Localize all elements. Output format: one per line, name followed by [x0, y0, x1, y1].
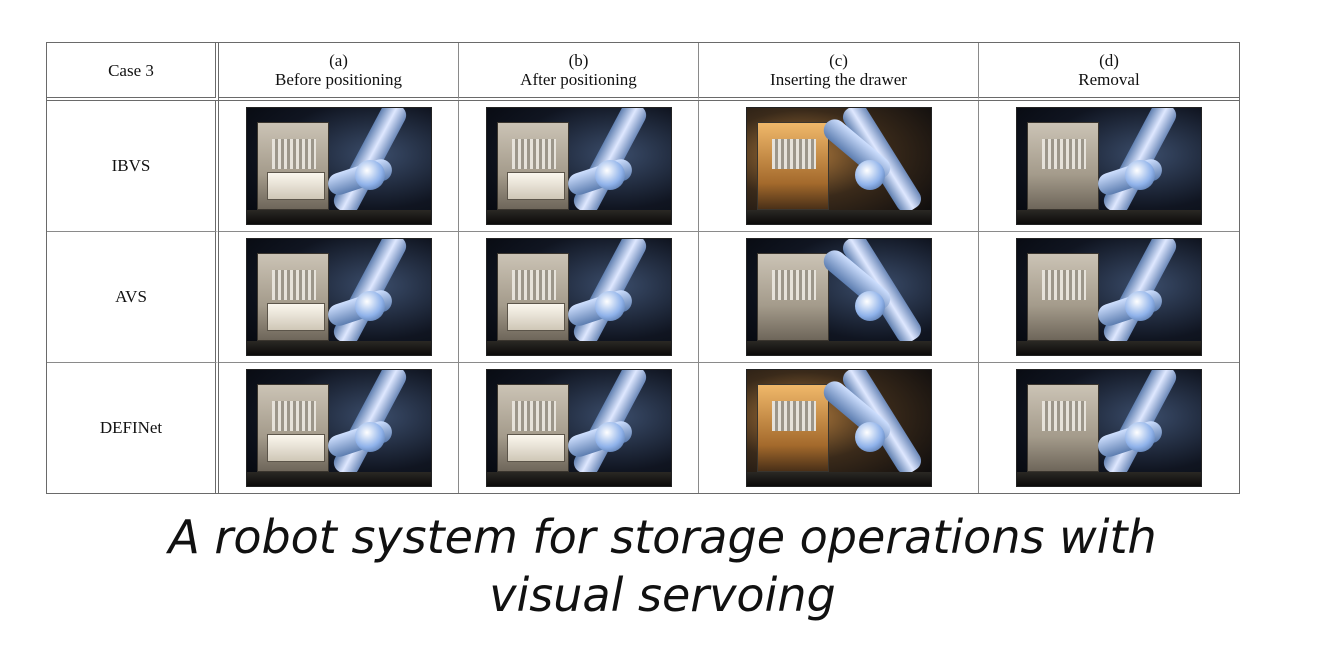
robot-photo	[485, 238, 672, 356]
column-tag: (b)	[568, 51, 589, 70]
robot-photo	[1016, 369, 1202, 487]
robot-photo	[245, 107, 432, 225]
column-tag: (d)	[1099, 51, 1119, 70]
table-row: AVS	[47, 232, 1239, 363]
corner-label: Case 3	[47, 43, 219, 101]
photo-cell	[219, 363, 459, 493]
column-label: Before positioning	[274, 70, 402, 89]
photo-cell	[979, 101, 1239, 232]
table-row: DEFINet	[47, 363, 1239, 493]
photo-cell	[219, 232, 459, 363]
robot-photo	[745, 369, 932, 487]
header-row: Case 3 (a) Before positioning (b) After …	[47, 43, 1239, 101]
photo-cell	[979, 232, 1239, 363]
robot-photo	[485, 107, 672, 225]
robot-photo	[1016, 238, 1202, 356]
robot-photo	[485, 369, 672, 487]
caption-line: A robot system for storage operations wi…	[168, 510, 1157, 564]
column-tag: (c)	[829, 51, 848, 70]
row-label: DEFINet	[47, 363, 219, 493]
photo-cell	[459, 232, 699, 363]
column-header-a: (a) Before positioning	[219, 43, 459, 101]
column-tag: (a)	[329, 51, 348, 70]
robot-photo	[245, 369, 432, 487]
photo-cell	[699, 232, 979, 363]
table-row: IBVS	[47, 101, 1239, 232]
column-label: Removal	[1078, 70, 1140, 89]
column-header-c: (c) Inserting the drawer	[699, 43, 979, 101]
photo-cell	[219, 101, 459, 232]
column-label: Inserting the drawer	[770, 70, 907, 89]
column-label: After positioning	[520, 70, 637, 89]
row-label: IBVS	[47, 101, 219, 232]
photo-cell	[699, 363, 979, 493]
photo-cell	[459, 363, 699, 493]
photo-cell	[979, 363, 1239, 493]
figure-caption: A robot system for storage operations wi…	[0, 508, 1325, 624]
photo-cell	[699, 101, 979, 232]
robot-photo	[745, 238, 932, 356]
caption-line: visual servoing	[489, 568, 836, 622]
column-header-b: (b) After positioning	[459, 43, 699, 101]
results-table: Case 3 (a) Before positioning (b) After …	[46, 42, 1240, 494]
row-label: AVS	[47, 232, 219, 363]
results-figure: Case 3 (a) Before positioning (b) After …	[46, 42, 1240, 503]
photo-cell	[459, 101, 699, 232]
robot-photo	[1016, 107, 1202, 225]
column-header-d: (d) Removal	[979, 43, 1239, 101]
robot-photo	[245, 238, 432, 356]
robot-photo	[745, 107, 932, 225]
